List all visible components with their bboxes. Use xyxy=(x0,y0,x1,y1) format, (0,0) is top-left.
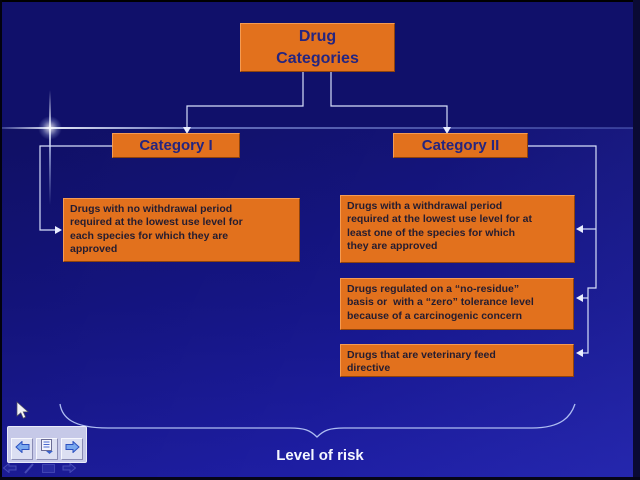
ghost-nav-icons xyxy=(3,461,93,475)
category-1-description-box: Drugs with no withdrawal period required… xyxy=(63,198,300,262)
ghost-next-arrow-icon[interactable] xyxy=(62,463,76,473)
category-2-description-box-3: Drugs that are veterinary feed directive xyxy=(340,344,574,377)
lens-flare-glow xyxy=(38,116,62,140)
lens-flare-vertical xyxy=(49,90,51,205)
ghost-previous-arrow-icon[interactable] xyxy=(3,463,17,473)
ghost-slide-icon[interactable] xyxy=(42,463,55,473)
level-of-risk-label: Level of risk xyxy=(276,447,364,464)
ghost-pen-icon[interactable] xyxy=(24,462,35,474)
screen-edge-top xyxy=(0,0,640,2)
mouse-cursor xyxy=(16,401,30,425)
slide-menu-icon xyxy=(40,438,55,459)
next-slide-button[interactable] xyxy=(61,437,83,460)
next-arrow-icon xyxy=(65,439,80,458)
lens-flare-horizontal xyxy=(0,127,640,129)
previous-slide-button[interactable] xyxy=(11,437,33,460)
category-1-box: Category I xyxy=(112,133,240,158)
category-2-description-box-1: Drugs with a withdrawal period required … xyxy=(340,195,575,263)
slideshow-nav-toolbar xyxy=(7,426,87,463)
chart-title-box: Drug Categories xyxy=(240,23,395,72)
previous-arrow-icon xyxy=(14,439,30,458)
category-2-box: Category II xyxy=(393,133,528,158)
category-2-description-box-2: Drugs regulated on a “no-residue” basis … xyxy=(340,278,574,330)
slide-menu-button[interactable] xyxy=(36,437,58,460)
